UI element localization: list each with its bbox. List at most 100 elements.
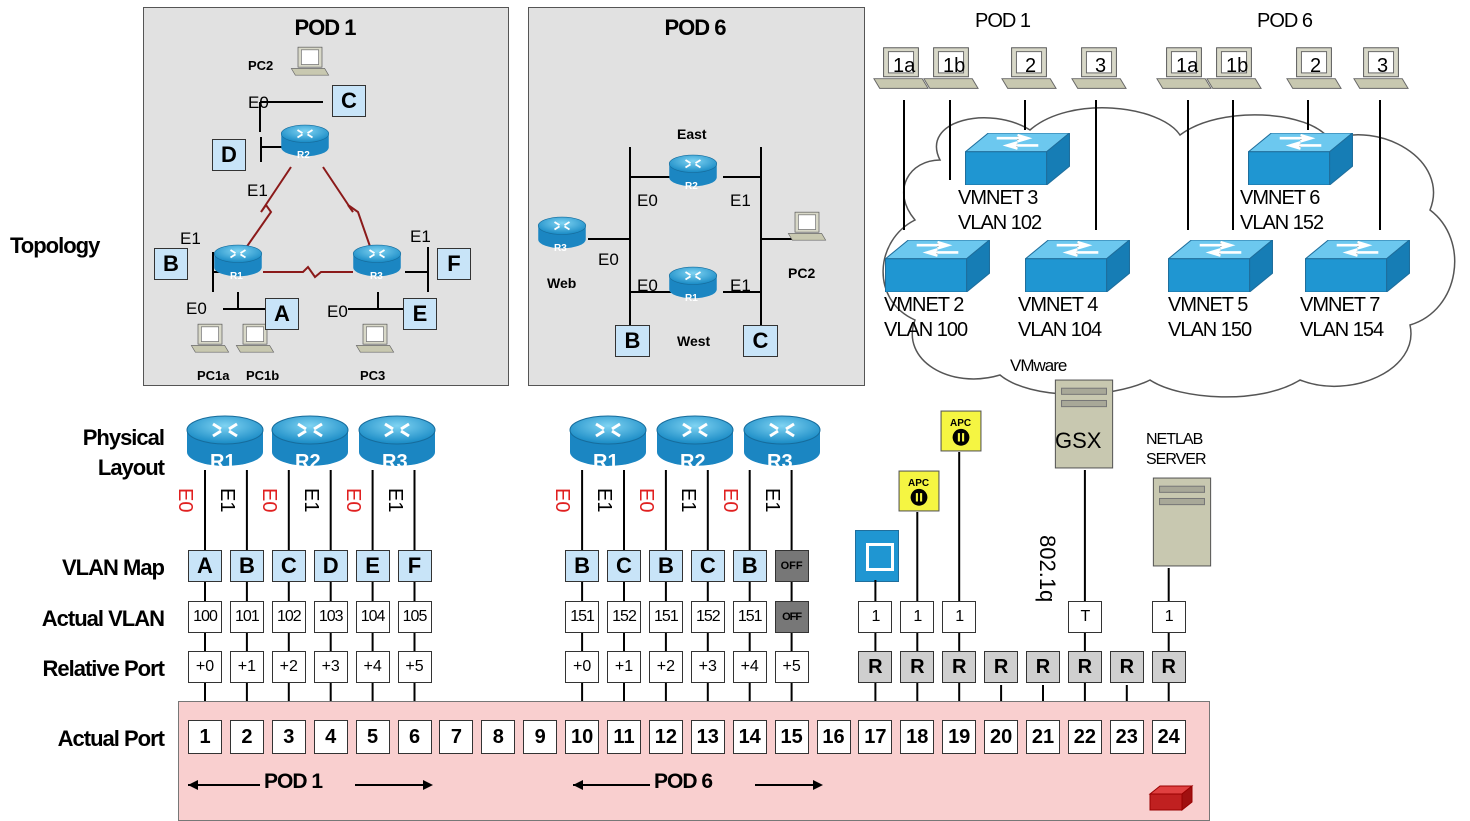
relative-port-cell-20: R [984, 651, 1019, 683]
actual-port-15: 15 [774, 720, 809, 754]
pod-arrows [188, 780, 823, 790]
vlan-map-cell-11: C [607, 550, 641, 582]
pod1-box-a: A [265, 298, 299, 330]
pod6-topology-links [588, 147, 793, 337]
pod1-pc3-label: PC3 [360, 368, 386, 383]
relative-port-cell-2: +1 [229, 651, 264, 683]
pod6-phys-r2-label: R2 [680, 451, 706, 473]
pod6-r2-label: R2 [685, 181, 698, 192]
actual-port-22: 22 [1067, 720, 1102, 754]
pod6-r1-label: R1 [685, 293, 698, 304]
gsx-label: GSX [1055, 428, 1102, 453]
relative-port-cell-10: +0 [565, 651, 600, 683]
actual-vlan-cell-22: T [1067, 601, 1102, 633]
pod6-topology-title: POD 6 [664, 15, 726, 40]
relative-port-cell-23: R [1109, 651, 1144, 683]
pod1-topology-title: POD 1 [294, 15, 356, 40]
relative-port-cell-24: R [1151, 651, 1186, 683]
actual-port-9: 9 [523, 720, 558, 754]
vlan-map-cell-5: E [355, 550, 390, 582]
actual-vlan-cell-14: 151 [732, 601, 767, 633]
pod6-box-c: C [743, 325, 778, 357]
relative-port-cell-11: +1 [607, 651, 641, 683]
pod1-e0-r2: E0 [248, 93, 269, 112]
actual-vlan-cell-18: 1 [900, 601, 935, 633]
pod1-phys-r1-label: R1 [210, 451, 236, 473]
layout-label: Layout [97, 455, 165, 480]
vlan-map-cell-6: F [397, 550, 432, 582]
pod6-box-b: B [615, 325, 650, 357]
actual-vlan-cell-15: OFF [774, 601, 809, 633]
relative-port-cell-1: +0 [188, 651, 222, 683]
pod6-r3-label: R3 [554, 243, 567, 254]
actual-port-5: 5 [355, 720, 390, 754]
pod6-pc2-label: PC2 [788, 265, 816, 281]
relative-port-cell-12: +2 [648, 651, 683, 683]
pod1-e0-r1: E0 [186, 299, 207, 318]
actual-vlan-label: Actual VLAN [41, 606, 165, 631]
layer3-switch-icon [855, 530, 899, 582]
pod6-e0-r2: E0 [637, 191, 658, 210]
relative-port-cell-18: R [900, 651, 935, 683]
relative-port-cell-17: R [858, 651, 893, 683]
actual-port-13: 13 [690, 720, 725, 754]
pod6-west-label: West [677, 333, 711, 349]
vlan-map-cell-15: OFF [774, 550, 809, 582]
apc-label-2: APC [908, 478, 930, 489]
cloud-wires [903, 100, 1381, 230]
pod1-e1-r2: E1 [247, 181, 268, 200]
actual-port-4: 4 [313, 720, 348, 754]
cloud-pc-label-1: 1a [893, 55, 916, 77]
vlan-map-label: VLAN Map [62, 555, 165, 580]
cloud-pod6-title: POD 6 [1257, 10, 1313, 32]
relative-port-cell-13: +3 [690, 651, 725, 683]
relative-port-cell-14: +4 [732, 651, 767, 683]
actual-port-12: 12 [648, 720, 683, 754]
vlan-map-cell-4: D [313, 550, 348, 582]
pod6-web-label: Web [547, 275, 577, 291]
relative-port-cell-5: +4 [355, 651, 390, 683]
pod1-e1-r1: E1 [180, 229, 201, 248]
apc-label-1: APC [950, 418, 972, 429]
cloud-pc-label-3: 2 [1025, 55, 1037, 77]
actual-vlan-cell-6: 105 [397, 601, 432, 633]
pod1-box-d: D [212, 139, 246, 171]
pod6-e1-r1: E1 [730, 276, 751, 295]
actual-vlan-cell-10: 151 [565, 601, 600, 633]
actual-vlan-cell-11: 152 [607, 601, 641, 633]
actual-vlan-cell-19: 1 [942, 601, 977, 633]
physical-label: Physical [82, 425, 165, 450]
pod6-topology-box [528, 7, 865, 386]
actual-port-11: 11 [607, 720, 641, 754]
vlan-map-cell-10: B [565, 550, 600, 582]
topology-label: Topology [10, 233, 100, 258]
actual-vlan-cell-3: 102 [271, 601, 306, 633]
actual-vlan-cell-4: 103 [313, 601, 348, 633]
actual-port-17: 17 [858, 720, 893, 754]
vmware-label: VMware [1010, 356, 1067, 375]
vlan-map-cell-1: A [188, 550, 222, 582]
relative-port-cell-19: R [942, 651, 977, 683]
relative-port-cell-6: +5 [397, 651, 432, 683]
relative-port-cell-15: +5 [774, 651, 809, 683]
relative-port-cell-3: +2 [271, 651, 306, 683]
actual-vlan-cell-5: 104 [355, 601, 390, 633]
cloud-pc-label-4: 3 [1095, 55, 1107, 77]
pod6-phys-r3-label: R3 [767, 451, 793, 473]
pod1-box-f: F [437, 248, 471, 280]
actual-port-18: 18 [900, 720, 935, 754]
actual-vlan-cell-17: 1 [858, 601, 893, 633]
actual-port-23: 23 [1109, 720, 1144, 754]
pod6-phys-r1-label: R1 [593, 451, 619, 473]
actual-port-20: 20 [984, 720, 1019, 754]
pod1-e1-r3: E1 [410, 227, 431, 246]
actual-vlan-cell-13: 152 [690, 601, 725, 633]
actual-port-8: 8 [481, 720, 516, 754]
vlan-map-cell-12: B [648, 550, 683, 582]
pod1-topology-box [143, 7, 509, 386]
actual-port-3: 3 [271, 720, 306, 754]
